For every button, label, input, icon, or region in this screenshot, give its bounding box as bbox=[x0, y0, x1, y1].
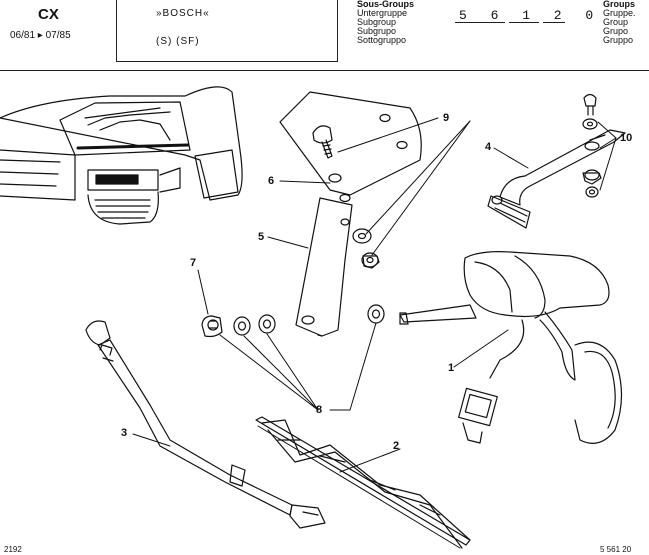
wiper-arm-3 bbox=[85, 320, 326, 529]
group-label-es: Grupo bbox=[603, 26, 629, 36]
subgroup-label-es: Subgrupo bbox=[357, 26, 397, 36]
code-underline-2 bbox=[509, 22, 539, 23]
callout-10: 10 bbox=[620, 132, 633, 144]
callout-9: 9 bbox=[443, 112, 450, 124]
spacer-parts bbox=[201, 304, 385, 338]
plate-reference: 5 561 20 bbox=[600, 545, 632, 554]
vehicle-rear-illustration bbox=[0, 86, 243, 225]
callout-5: 5 bbox=[258, 231, 265, 243]
callout-8: 8 bbox=[316, 404, 323, 416]
wiper-bracket bbox=[295, 197, 353, 337]
subgroup-label-fr: Sous-Groups bbox=[357, 0, 415, 9]
code-underline-1 bbox=[455, 22, 505, 23]
callout-4: 4 bbox=[485, 141, 492, 153]
callout-7: 7 bbox=[190, 257, 197, 269]
code-underline-3 bbox=[543, 22, 565, 23]
fasteners-10 bbox=[582, 93, 602, 198]
subgroup-label-en: Subgroup bbox=[357, 17, 397, 27]
page-reference: 2192 bbox=[4, 545, 22, 554]
callout-2: 2 bbox=[393, 440, 400, 452]
equipment-box bbox=[116, 0, 338, 62]
callout-1: 1 bbox=[448, 362, 455, 374]
group-label-fr: Groups bbox=[603, 0, 636, 9]
subgroup-code: 5 6 1 2 0 bbox=[459, 8, 602, 23]
production-dates: 06/81 ▸ 07/85 bbox=[10, 30, 71, 41]
wiper-arm-4 bbox=[487, 129, 626, 229]
equipment-brand: »BOSCH« bbox=[156, 8, 210, 19]
subgroup-label-de: Untergruppe bbox=[357, 8, 408, 18]
group-label-it: Gruppo bbox=[603, 35, 634, 45]
header-divider bbox=[0, 70, 649, 71]
wiper-motor bbox=[399, 251, 623, 444]
group-label-en: Group bbox=[603, 17, 629, 27]
wiper-blade bbox=[255, 416, 471, 549]
subgroup-label-it: Sottogruppo bbox=[357, 35, 407, 45]
vehicle-model: CX bbox=[38, 6, 59, 23]
callout-6: 6 bbox=[268, 175, 275, 187]
washers-9 bbox=[352, 228, 380, 269]
equipment-options: (S) (SF) bbox=[156, 36, 200, 47]
leader-lines bbox=[132, 117, 617, 473]
mounting-plate bbox=[279, 91, 422, 203]
callout-3: 3 bbox=[121, 427, 128, 439]
mounting-bolt bbox=[312, 125, 333, 159]
group-labels: Groups Gruppe. Group Grupo Gruppo bbox=[603, 0, 636, 45]
group-label-de: Gruppe. bbox=[603, 8, 636, 18]
subgroup-labels: Sous-Groups Untergruppe Subgroup Subgrup… bbox=[357, 0, 414, 45]
